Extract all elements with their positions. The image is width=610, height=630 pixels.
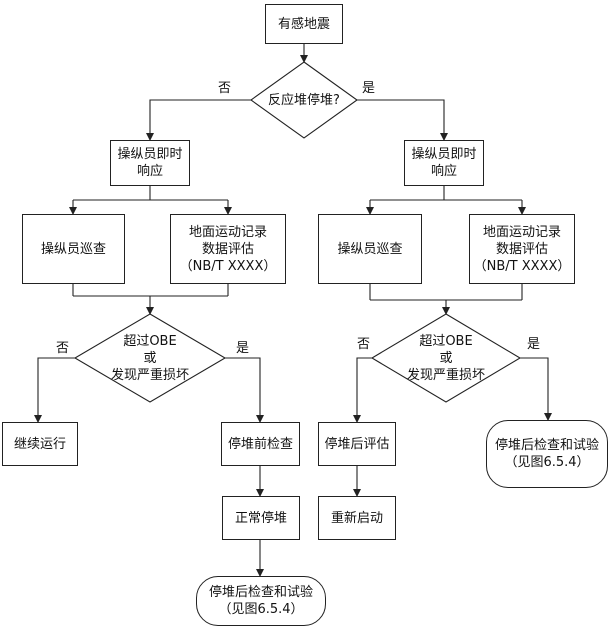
operator-patrol-left-label: 操纵员巡查	[40, 241, 106, 257]
branch-yes-top: 是	[362, 81, 376, 96]
branch-yes-right: 是	[527, 337, 541, 352]
operator-response-right-line1: 操纵员即时	[411, 147, 477, 162]
post-shutdown-test-left-line2: （见图6.5.4）	[218, 602, 304, 617]
restart-label: 重新启动	[330, 510, 383, 526]
pre-shutdown-check-node: 停堆前检查	[221, 422, 300, 466]
operator-response-left: 操纵员即时 响应	[110, 140, 190, 186]
decision-obe-left-line2: 或	[143, 350, 157, 366]
post-shutdown-test-right-line1: 停堆后检查和试验	[494, 438, 599, 453]
operator-patrol-right-label: 操纵员巡查	[337, 241, 403, 257]
decision-obe-left-line3: 发现严重损坏	[110, 367, 189, 383]
ground-eval-right-line2: 数据评估	[495, 241, 548, 257]
branch-no-left: 否	[56, 341, 70, 356]
normal-shutdown-label: 正常停堆	[234, 510, 287, 526]
restart-node: 重新启动	[318, 496, 396, 540]
ground-eval-left-line2: 数据评估	[201, 241, 254, 257]
ground-eval-left-line3: （NB/T XXXX）	[179, 258, 277, 274]
decision-obe-right-line1: 超过OBE	[419, 333, 473, 349]
operator-response-left-line2: 响应	[136, 164, 163, 179]
operator-response-right-line2: 响应	[430, 164, 457, 179]
ground-eval-right: 地面运动记录 数据评估 （NB/T XXXX）	[469, 214, 575, 284]
ground-eval-right-line3: （NB/T XXXX）	[473, 258, 571, 274]
normal-shutdown-node: 正常停堆	[222, 496, 300, 540]
post-shutdown-eval-node: 停堆后评估	[318, 422, 396, 466]
decision-obe-left-label: 超过OBE 或 发现严重损坏	[88, 330, 212, 386]
decision-obe-left-diamond	[73, 313, 227, 403]
operator-patrol-left: 操纵员巡查	[22, 214, 125, 284]
post-shutdown-test-right-line2: （见图6.5.4）	[504, 455, 590, 470]
post-shutdown-eval-label: 停堆后评估	[324, 436, 390, 452]
post-shutdown-test-right-node: 停堆后检查和试验 （见图6.5.4）	[486, 420, 608, 488]
decision-obe-right-line3: 发现严重损坏	[406, 367, 485, 383]
start-node-label: 有感地震	[277, 16, 330, 32]
continue-run-label: 继续运行	[13, 436, 66, 452]
ground-eval-left-line1: 地面运动记录	[188, 224, 267, 240]
decision-obe-left-line1: 超过OBE	[123, 333, 177, 349]
post-shutdown-test-left-node: 停堆后检查和试验 （见图6.5.4）	[196, 576, 326, 626]
start-node: 有感地震	[265, 4, 343, 44]
decision-obe-right-diamond	[370, 313, 522, 403]
decision-obe-right-line2: 或	[439, 350, 453, 366]
ground-eval-left: 地面运动记录 数据评估 （NB/T XXXX）	[170, 214, 286, 284]
operator-patrol-right: 操纵员巡查	[318, 214, 422, 284]
operator-response-right: 操纵员即时 响应	[404, 140, 484, 186]
branch-yes-left: 是	[236, 341, 250, 356]
ground-eval-right-line1: 地面运动记录	[482, 224, 561, 240]
decision-obe-right-label: 超过OBE 或 发现严重损坏	[384, 330, 508, 386]
pre-shutdown-check-label: 停堆前检查	[227, 436, 293, 452]
branch-no-top: 否	[218, 81, 232, 96]
operator-response-left-line1: 操纵员即时	[117, 147, 183, 162]
decision-stop-diamond	[250, 61, 358, 139]
branch-no-right: 否	[357, 337, 371, 352]
decision-stop-label: 反应堆停堆?	[251, 88, 357, 112]
post-shutdown-test-left-line1: 停堆后检查和试验	[208, 585, 313, 600]
continue-run-node: 继续运行	[2, 422, 78, 466]
decision-stop-text: 反应堆停堆?	[268, 92, 340, 108]
